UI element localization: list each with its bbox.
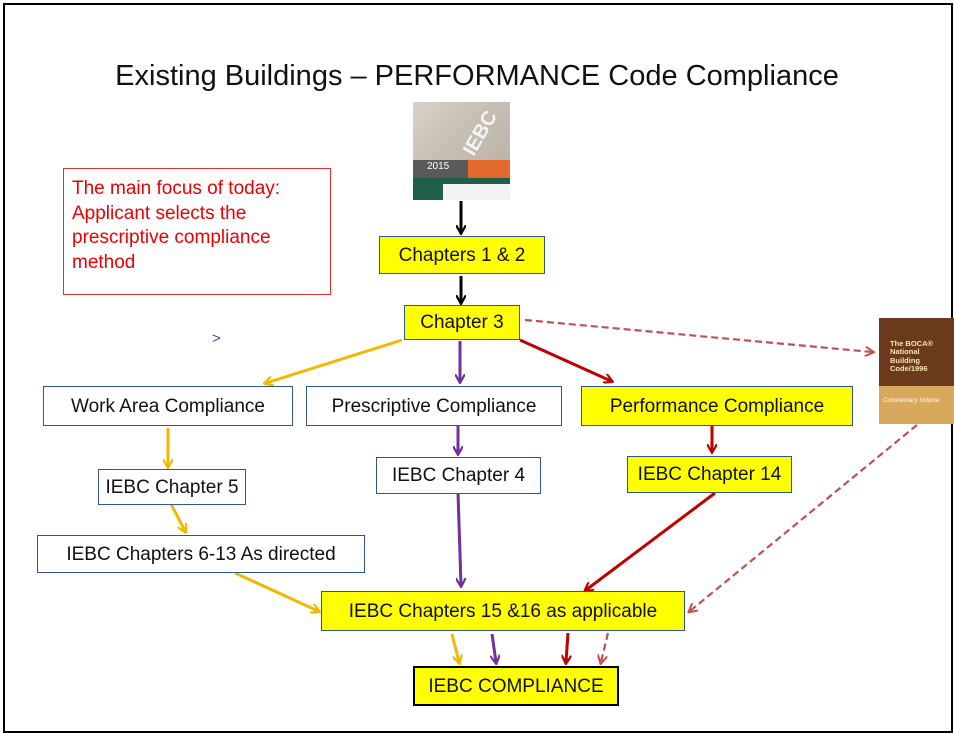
boca-cover-subtitle: Commentary·Volume — [883, 398, 940, 404]
focus-note-line: Applicant selects the — [72, 202, 247, 224]
node-iebc-chapters-6-13: IEBC Chapters 6-13 As directed — [37, 535, 365, 573]
node-chapters-1-2: Chapters 1 & 2 — [379, 236, 545, 274]
node-prescriptive-compliance: Prescriptive Compliance — [306, 386, 562, 426]
node-iebc-chapter-14: IEBC Chapter 14 — [627, 456, 792, 493]
arrow-boca-to-ch1516 — [690, 424, 918, 611]
arrow-ch3-to-workarea — [266, 338, 403, 383]
focus-note-line: method — [72, 252, 136, 274]
arrow-ch1516-to-final-2 — [492, 633, 496, 662]
arrow-ch14-to-ch1516 — [586, 491, 716, 590]
cover-stripe-accent — [468, 160, 510, 178]
arrow-ch613-to-ch1516 — [234, 571, 318, 611]
focus-note-line: prescriptive compliance — [72, 227, 271, 249]
arrow-ch1516-to-final-3 — [566, 632, 568, 662]
boca-cover-title: The BOCA® National Building Code/1996 — [890, 339, 934, 373]
boca-cover-title-line: Code/1996 — [890, 363, 928, 373]
focus-note: The main focus of today: Applicant selec… — [63, 168, 331, 295]
focus-note-line: The main focus of today: — [72, 178, 281, 199]
cover-top — [879, 318, 954, 386]
iebc-book-cover-image: IEBC 2015 — [413, 102, 510, 200]
boca-cover-title-line: The BOCA® — [890, 339, 934, 348]
node-performance-compliance: Performance Compliance — [581, 386, 853, 426]
node-iebc-chapter-4: IEBC Chapter 4 — [376, 457, 541, 494]
arrow-ch3-to-performance — [519, 338, 611, 381]
node-iebc-compliance: IEBC COMPLIANCE — [413, 666, 619, 706]
arrow-ch4-to-ch1516 — [458, 492, 461, 585]
node-chapter-3: Chapter 3 — [404, 305, 520, 340]
book-cover-year: 2015 — [427, 161, 450, 172]
arrow-ch1516-to-final-4 — [601, 632, 610, 662]
boca-cover-title-line: National — [890, 347, 920, 357]
boca-book-cover-image: The BOCA® National Building Code/1996 Co… — [879, 318, 954, 424]
boca-cover-title-line: Building — [890, 355, 920, 365]
node-iebc-chapters-15-16: IEBC Chapters 15 &16 as applicable — [321, 591, 685, 631]
arrow-ch1516-to-final-1 — [450, 633, 459, 662]
arrow-ch3-to-boca — [524, 318, 872, 352]
node-work-area-compliance: Work Area Compliance — [43, 386, 293, 426]
slide-title: Existing Buildings – PERFORMANCE Code Co… — [115, 60, 839, 92]
node-iebc-chapter-5: IEBC Chapter 5 — [98, 469, 246, 505]
stray-symbol: > — [212, 330, 221, 347]
arrow-ch5-to-ch613 — [169, 503, 185, 531]
cover-band-light — [443, 184, 510, 200]
